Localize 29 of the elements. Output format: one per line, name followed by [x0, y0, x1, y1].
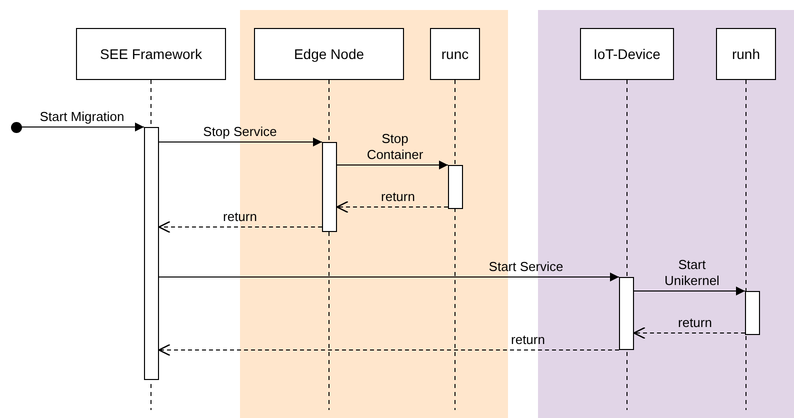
edge-label: Start Service [488, 259, 564, 275]
edge-label: return [223, 209, 257, 225]
activation-bar [144, 127, 159, 380]
return-arrow [158, 344, 620, 356]
start-dot [11, 122, 22, 133]
return-arrow [336, 200, 448, 214]
message-arrow [634, 286, 746, 296]
message-arrow [158, 272, 620, 282]
edge-label: Start Unikernel [664, 257, 720, 289]
edge-label: Stop Service [203, 124, 277, 140]
edge-label: return [678, 315, 712, 331]
message-arrow [336, 160, 448, 170]
edge-label: Stop Container [366, 131, 424, 163]
lifeline-header: runh [716, 28, 776, 80]
edge-label: return [381, 189, 415, 205]
return-arrow [158, 220, 322, 234]
return-arrow [633, 326, 746, 340]
lifeline-header: runc [430, 28, 480, 80]
lifeline-header: Edge Node [254, 28, 404, 80]
edge-label: return [511, 332, 545, 348]
activation-bar [322, 142, 337, 232]
activation-bar [448, 165, 463, 209]
lifeline-header: SEE Framework [76, 28, 226, 80]
edge-label: Start Migration [40, 109, 124, 125]
activation-bar [619, 277, 634, 350]
activation-bar [745, 291, 760, 335]
lifeline-header: IoT-Device [580, 28, 674, 80]
message-arrow [158, 138, 322, 146]
message-arrow [22, 122, 144, 132]
